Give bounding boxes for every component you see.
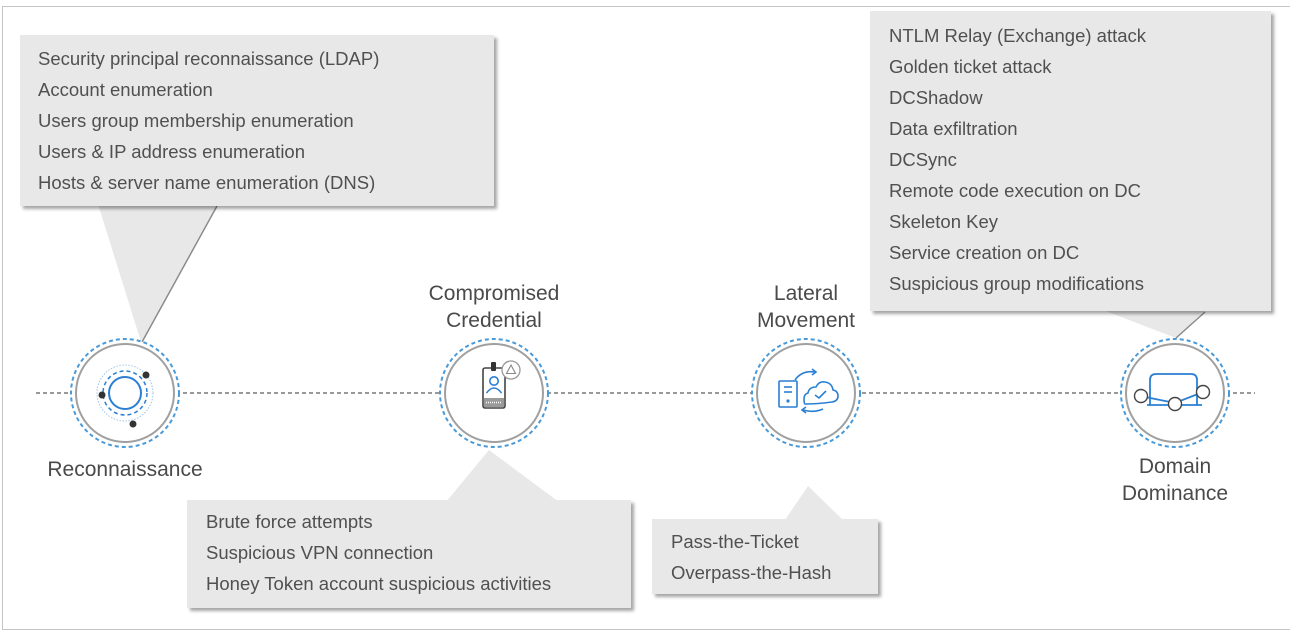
alert-item: Hosts & server name enumeration (DNS) xyxy=(38,172,376,193)
alert-item: Data exfiltration xyxy=(889,118,1018,139)
alert-item: Pass-the-Ticket xyxy=(671,531,799,552)
credential-bubble-tail xyxy=(446,450,559,502)
alert-item: Suspicious VPN connection xyxy=(206,542,434,563)
stage-label-line: Dominance xyxy=(1121,482,1229,505)
stage-label-lateral-movement: Lateral Movement xyxy=(706,280,906,334)
stage-label-line: Credential xyxy=(446,309,542,332)
stage-label-line: Movement xyxy=(756,309,856,332)
alert-item: Golden ticket attack xyxy=(889,56,1052,77)
domain-bubble-tail-shadow xyxy=(1175,311,1206,339)
alert-item: Suspicious group modifications xyxy=(889,273,1145,294)
alert-item: Account enumeration xyxy=(38,79,213,100)
alert-item: Overpass-the-Hash xyxy=(671,562,832,583)
stage-node-domain-dominance xyxy=(1120,338,1230,448)
alert-item: Remote code execution on DC xyxy=(889,180,1141,201)
alert-list-domain-dominance: NTLM Relay (Exchange) attack Golden tick… xyxy=(889,20,1271,299)
alert-item: DCShadow xyxy=(889,87,983,108)
alert-bubble-reconnaissance: Security principal reconnaissance (LDAP)… xyxy=(20,35,494,206)
alert-item: Service creation on DC xyxy=(889,242,1080,263)
alert-item: Honey Token account suspicious activitie… xyxy=(206,573,552,594)
stage-node-lateral-movement xyxy=(751,338,861,448)
domain-bubble-tail xyxy=(1103,310,1205,338)
id-badge-warning-icon xyxy=(482,360,521,409)
alert-bubble-lateral-movement: Pass-the-Ticket Overpass-the-Hash xyxy=(652,519,878,594)
recon-bubble-tail-shadow xyxy=(141,205,218,343)
stage-label-domain-dominance: Domain Dominance xyxy=(1075,453,1275,507)
alert-item: Users group membership enumeration xyxy=(38,110,354,131)
stage-label-line: Domain xyxy=(1138,455,1212,478)
alert-bubble-compromised-credential: Brute force attempts Suspicious VPN conn… xyxy=(187,500,631,608)
lateral-bubble-tail xyxy=(785,486,843,520)
stage-label-reconnaissance: Reconnaissance xyxy=(25,456,225,483)
stage-label-line: Lateral xyxy=(773,282,839,305)
diagram-frame xyxy=(2,6,1290,630)
alert-item: DCSync xyxy=(889,149,957,170)
alert-item: NTLM Relay (Exchange) attack xyxy=(889,25,1147,46)
alert-item: Brute force attempts xyxy=(206,511,373,532)
alert-item: Skeleton Key xyxy=(889,211,999,232)
stage-label-text: Reconnaissance xyxy=(47,458,203,481)
stage-node-compromised-credential xyxy=(439,338,549,448)
recon-bubble-tail xyxy=(98,204,217,342)
stage-label-line: Compromised xyxy=(428,282,560,305)
domain-network-icon xyxy=(1133,373,1211,412)
alert-item: Users & IP address enumeration xyxy=(38,141,306,162)
alert-list-reconnaissance: Security principal reconnaissance (LDAP)… xyxy=(38,43,494,198)
alert-list-lateral-movement: Pass-the-Ticket Overpass-the-Hash xyxy=(671,526,878,588)
alert-bubble-domain-dominance: NTLM Relay (Exchange) attack Golden tick… xyxy=(870,11,1271,311)
server-cloud-sync-icon xyxy=(778,368,839,414)
stage-label-compromised-credential: Compromised Credential xyxy=(394,280,594,334)
alert-item: Security principal reconnaissance (LDAP) xyxy=(38,48,380,69)
stage-node-reconnaissance xyxy=(70,338,180,448)
alert-list-compromised-credential: Brute force attempts Suspicious VPN conn… xyxy=(206,506,631,599)
radar-scan-icon xyxy=(96,364,154,428)
